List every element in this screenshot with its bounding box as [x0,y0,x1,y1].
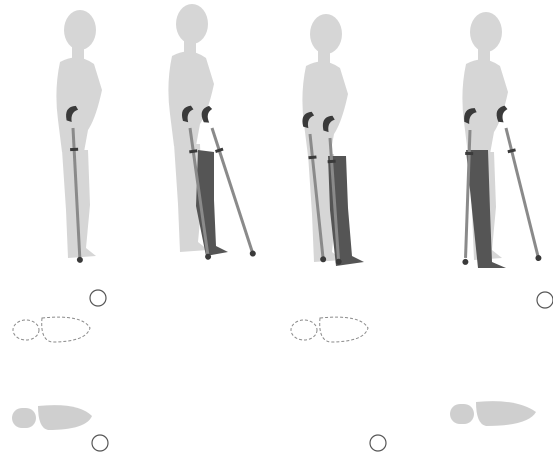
figure-stage-3 [301,14,364,266]
footprint-solid-2 [450,401,536,426]
figure-stage-1 [56,10,102,263]
figure-stage-4 [459,12,545,268]
marker-circle-3 [92,435,108,451]
marker-circle-4 [370,435,386,451]
marker-circle-2 [537,292,553,308]
footprint-dashed-2 [291,317,368,342]
figure-stage-2 [168,4,259,261]
footprint-solid-1 [12,405,92,430]
marker-circle-1 [90,290,106,306]
footprint-dashed-1 [13,317,90,342]
